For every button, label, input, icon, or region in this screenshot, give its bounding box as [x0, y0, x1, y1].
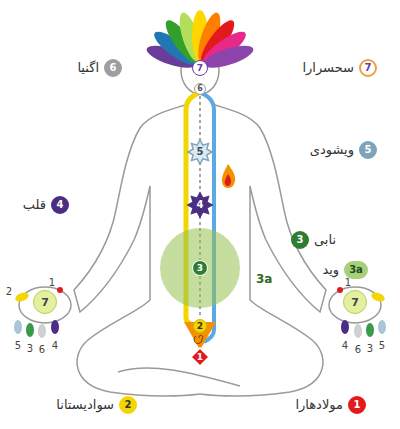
finger-number: 6	[39, 345, 45, 355]
chakra-number: 4	[197, 200, 204, 210]
palm-circle: 7	[33, 290, 57, 314]
chakra-number: 1	[197, 353, 203, 362]
chakra-number: 6	[104, 59, 122, 77]
vishuddhi-chakra: 5	[188, 140, 212, 164]
finger-number: 2	[6, 287, 12, 297]
crossed-leg-line	[118, 368, 240, 386]
chakra-name: مولادهارا	[295, 397, 343, 413]
mooladhara-triangle	[184, 322, 216, 350]
flame	[222, 164, 235, 188]
kundalini-spiral	[194, 335, 203, 343]
chakra-label: 6 اگنیا	[77, 59, 122, 77]
chakra-number: 3a	[344, 261, 368, 279]
flame-outer	[222, 164, 235, 188]
chakra-number: 1	[348, 396, 366, 414]
chakra-outline	[191, 348, 209, 366]
chakra-label: 7 سحسرارا	[302, 59, 377, 77]
finger-light-blue	[378, 320, 386, 334]
finger-number: 4	[52, 341, 58, 351]
lotus	[144, 10, 255, 72]
chakra-number: 4	[51, 196, 69, 214]
crown-chakra: 7	[192, 60, 208, 76]
chakra-name: سحسرارا	[302, 60, 354, 76]
finger-grey	[38, 324, 46, 338]
finger-dot-red	[57, 287, 63, 293]
petal	[201, 41, 255, 72]
finger-purple	[341, 320, 349, 334]
finger-grey	[354, 324, 362, 338]
right-fingers	[337, 287, 386, 338]
chakra-label: 5 ویشودی	[310, 141, 377, 159]
chakra-number: 7	[41, 297, 49, 308]
chakra-label: 3 نابی	[291, 231, 336, 249]
chakra-name: سوادیستانا	[56, 397, 114, 413]
right-palm	[329, 287, 381, 323]
chakra-name: وید	[322, 262, 339, 278]
nabhi-chakra: 3	[192, 260, 208, 276]
chakra-name: اگنیا	[77, 60, 99, 76]
finger-number: 5	[15, 341, 21, 351]
chakra-number: 5	[197, 147, 204, 157]
chakra-label: 4 قلب	[23, 196, 69, 214]
chakra-label: 3a وید	[322, 261, 367, 279]
finger-number: 1	[49, 278, 55, 288]
chakra-number: 7	[359, 59, 377, 77]
chakra-outline	[188, 140, 212, 164]
chakra-outline	[188, 193, 212, 217]
left-fingers	[14, 287, 63, 338]
chakra-number: 7	[197, 64, 203, 73]
finger-number: 3	[367, 344, 373, 354]
chakra-number: 2	[197, 322, 203, 331]
finger-number: 5	[379, 341, 385, 351]
finger-number: 6	[355, 345, 361, 355]
chakra-label: 2 سوادیستانا	[56, 396, 137, 414]
chakra-number: 7	[351, 297, 359, 308]
chakra-label: 1 مولادهارا	[295, 396, 366, 414]
chakra-number: 5	[359, 141, 377, 159]
chakra-name: ویشودی	[310, 142, 354, 158]
mooladhara-chakra: 1	[191, 348, 209, 366]
heart-chakra: 4	[188, 193, 212, 217]
body-silhouette	[19, 46, 381, 396]
finger-number: 1	[345, 278, 351, 288]
void-zone: 3a3	[160, 228, 240, 308]
finger-green	[366, 323, 374, 337]
chakra-name: نابی	[314, 232, 336, 248]
finger-green	[26, 323, 34, 337]
finger-purple	[51, 320, 59, 334]
left-palm	[19, 287, 71, 323]
finger-light-blue	[14, 320, 22, 334]
chakra-name: قلب	[23, 197, 46, 213]
chakra-number: 3	[197, 264, 203, 273]
finger-number: 4	[342, 341, 348, 351]
agnya-chakra: 6	[194, 83, 206, 95]
thumb-yellow	[14, 291, 30, 303]
finger-dot-red	[337, 287, 343, 293]
thumb-yellow	[370, 291, 386, 303]
flame-inner	[225, 174, 231, 186]
swadisthan-chakra: 2	[193, 319, 207, 333]
finger-number: 3	[27, 344, 33, 354]
zone-label: 3a	[256, 272, 272, 286]
chakra-number: 6	[197, 85, 203, 93]
chakra-number: 2	[119, 396, 137, 414]
palm-circle: 7	[343, 290, 367, 314]
chakra-number: 3	[291, 231, 309, 249]
